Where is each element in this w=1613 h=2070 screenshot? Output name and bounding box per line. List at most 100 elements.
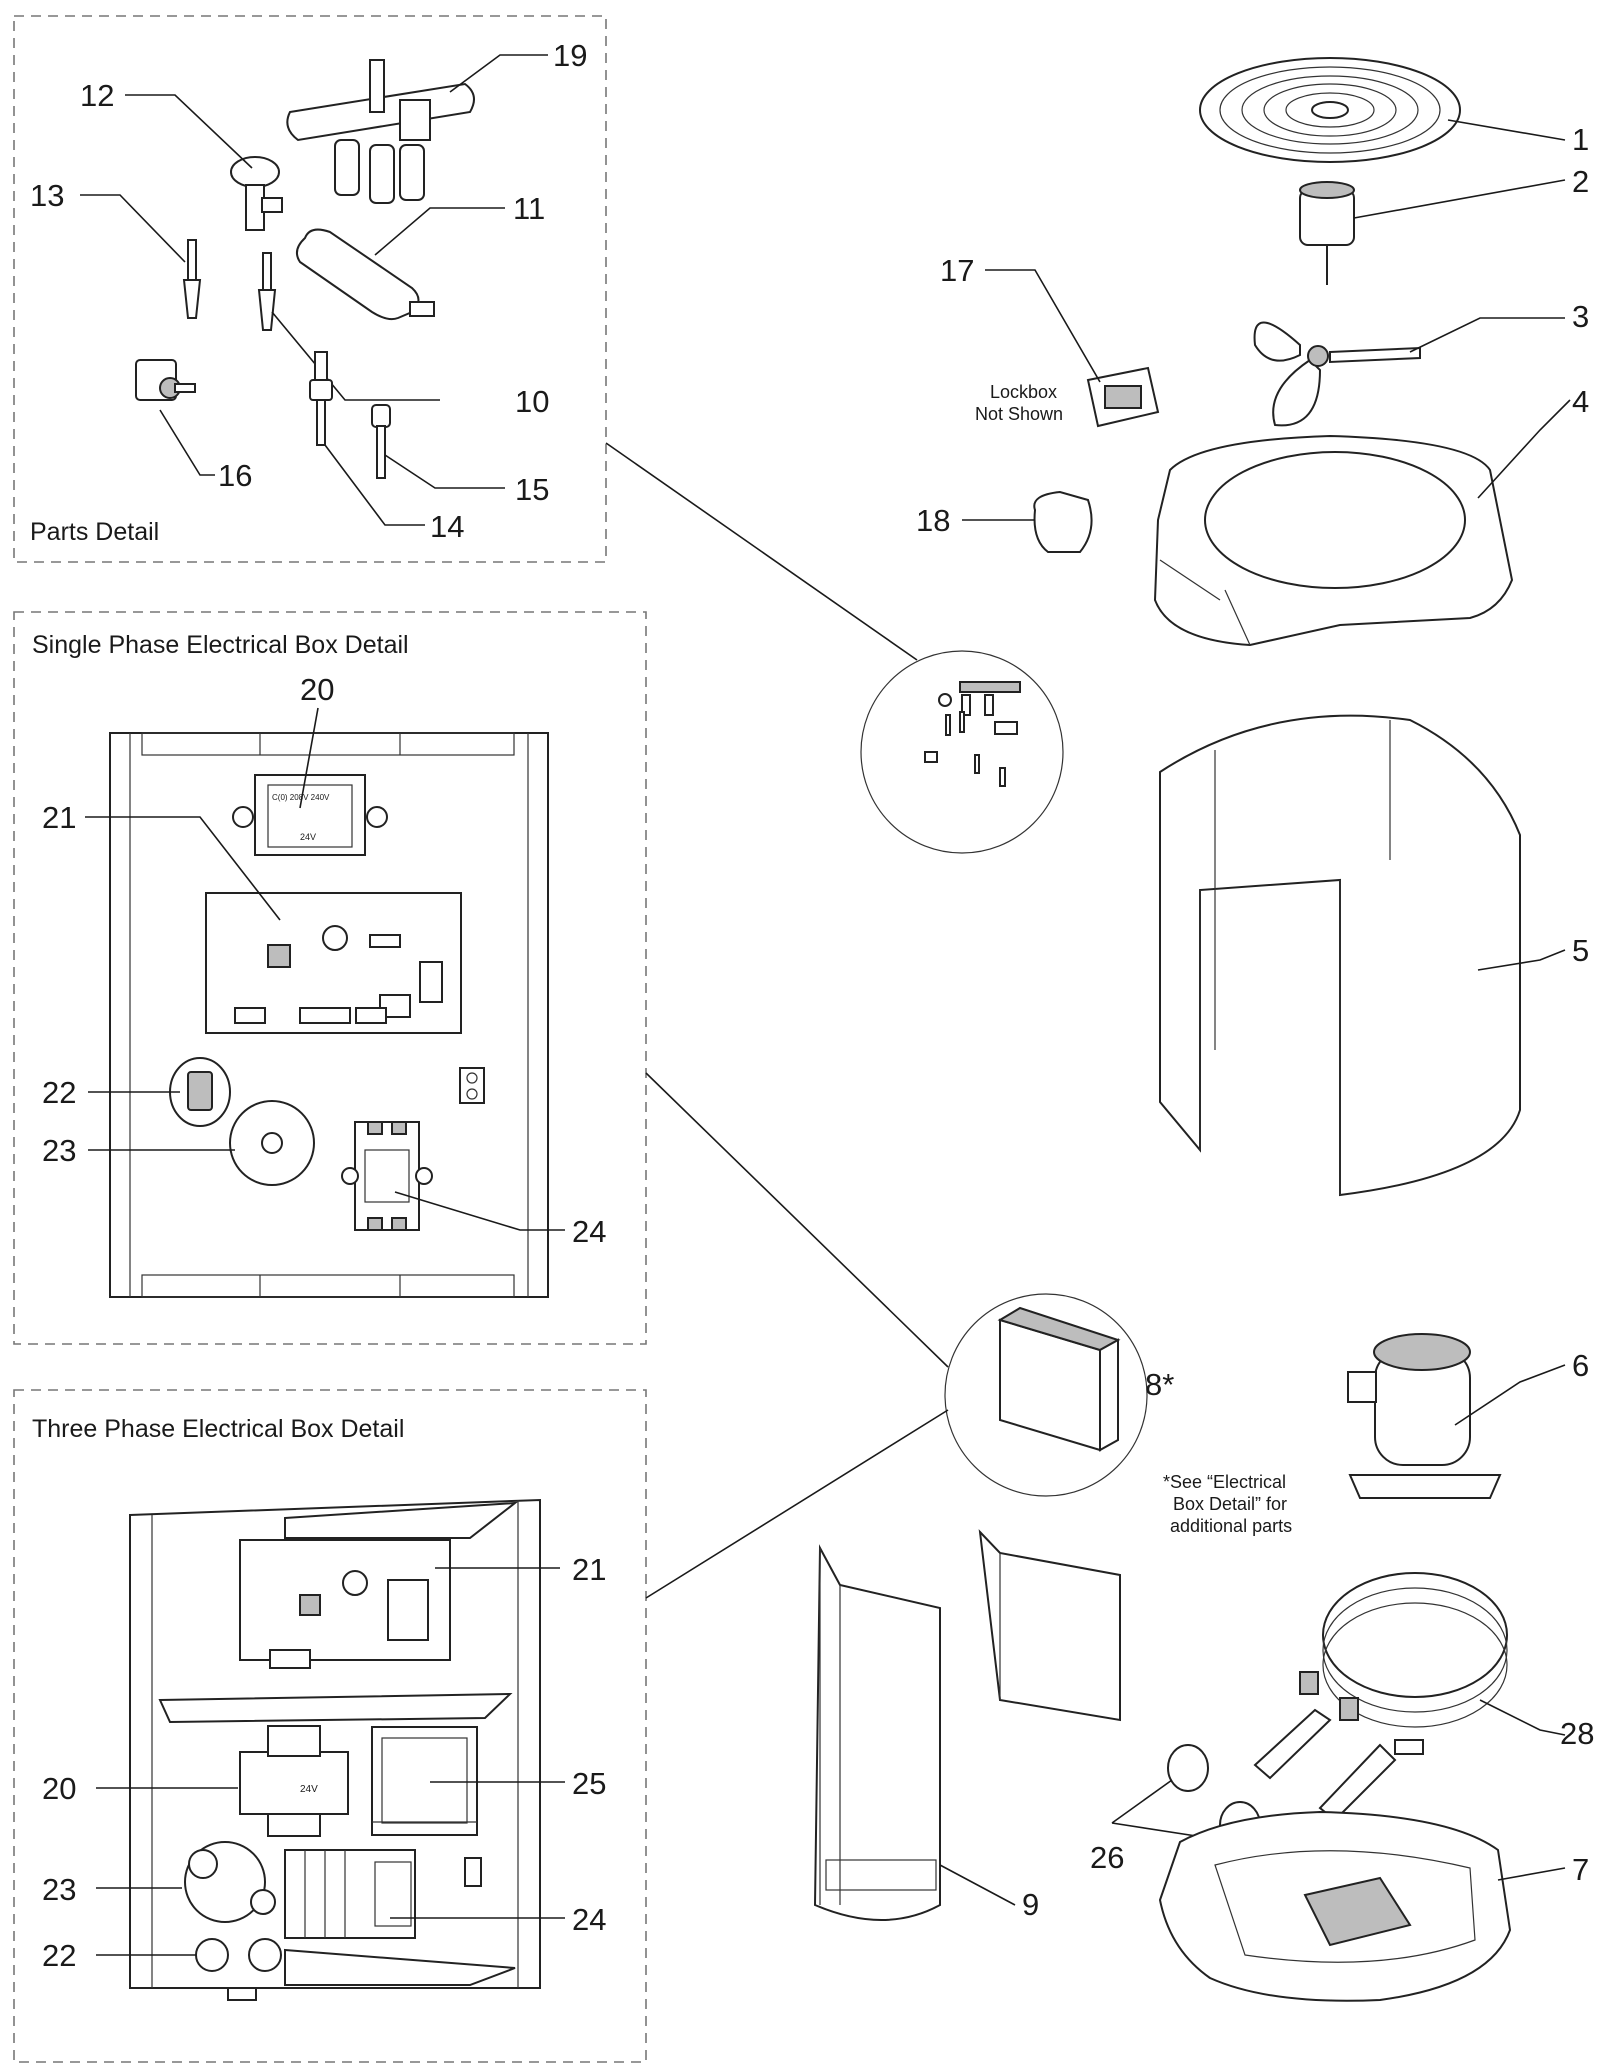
leader-sp21 <box>85 816 281 921</box>
heat-exchanger-coil <box>1253 1572 1508 1822</box>
sp-transformer: C(0) 208V 240V 24V <box>232 774 388 856</box>
link-parts-detail <box>605 442 918 661</box>
see-note-3: additional parts <box>1170 1516 1292 1536</box>
callout-7: 7 <box>1572 1852 1589 1887</box>
callout-16: 16 <box>218 458 252 493</box>
sp-ground-terminal <box>459 1067 485 1104</box>
leader-10 <box>271 311 440 401</box>
switch-15 <box>371 404 391 479</box>
callout-10: 10 <box>515 384 549 419</box>
leader-14 <box>324 444 425 526</box>
tp-transformer-label: 24V <box>300 1784 318 1795</box>
tp-terminal-block <box>371 1726 478 1836</box>
front-panel <box>813 1544 941 1921</box>
callout-3: 3 <box>1572 299 1589 334</box>
three-phase-frame <box>13 1389 647 2063</box>
base-pan <box>1158 1810 1512 2002</box>
lockbox <box>1086 366 1160 428</box>
lockbox-note-2: Not Shown <box>975 404 1063 424</box>
callout-sp22: 22 <box>42 1075 76 1110</box>
parts-detail-frame <box>13 15 607 563</box>
callout-sp23: 23 <box>42 1133 76 1168</box>
callout-12: 12 <box>80 78 114 113</box>
sp-contactor <box>341 1121 433 1231</box>
leader-17 <box>985 269 1101 383</box>
callout-5: 5 <box>1572 933 1589 968</box>
tp-ground-lug <box>464 1857 482 1887</box>
callout-2: 2 <box>1572 164 1589 199</box>
leader-sp24 <box>394 1191 565 1231</box>
leader-6 <box>1454 1364 1566 1426</box>
leader-19 <box>449 54 548 93</box>
pressure-switch <box>135 359 196 401</box>
callout-6: 6 <box>1572 1348 1589 1383</box>
three-phase-title: Three Phase Electrical Box Detail <box>32 1415 404 1443</box>
tp-control-board <box>239 1539 451 1669</box>
filter-drier <box>295 228 435 321</box>
leader-7 <box>1497 1867 1566 1881</box>
callout-26: 26 <box>1090 1840 1124 1875</box>
link-three-phase <box>645 1409 949 1599</box>
callout-1: 1 <box>1572 122 1589 157</box>
leader-11 <box>374 207 505 256</box>
lockbox-note-1: Lockbox <box>990 382 1057 402</box>
leader-5 <box>1477 949 1566 971</box>
callout-28: 28 <box>1560 1716 1594 1751</box>
tp-transformer: 24V <box>239 1725 349 1837</box>
callout-tp23: 23 <box>42 1872 76 1907</box>
sensor-13 <box>182 239 202 319</box>
leader-16 <box>159 409 215 476</box>
compressor <box>1347 1333 1502 1499</box>
tp-mounting-plate <box>158 1692 513 1724</box>
callout-tp24: 24 <box>572 1902 606 1937</box>
callout-sp20: 20 <box>300 672 334 707</box>
single-phase-title: Single Phase Electrical Box Detail <box>32 631 409 659</box>
callout-17: 17 <box>940 253 974 288</box>
fan-grille <box>1199 57 1461 163</box>
sp-control-board <box>205 892 462 1034</box>
fan-motor <box>1299 181 1355 285</box>
sensor-10 <box>257 252 277 331</box>
callout-tp21: 21 <box>572 1552 606 1587</box>
sp-transformer-label-24v: 24V <box>300 832 316 842</box>
leader-4 <box>1477 399 1571 499</box>
see-note-2: Box Detail” for <box>1173 1494 1287 1514</box>
callout-15: 15 <box>515 472 549 507</box>
leader-2 <box>1353 179 1566 219</box>
callout-tp25: 25 <box>572 1766 606 1801</box>
callout-19: 19 <box>553 38 587 73</box>
callout-tp20: 20 <box>42 1771 76 1806</box>
sp-transformer-label-top: C(0) 208V 240V <box>272 793 330 802</box>
callout-14: 14 <box>430 509 464 544</box>
tp-capacitor <box>184 1841 276 1923</box>
leader-26 <box>1111 1779 1173 1824</box>
leader-12 <box>125 94 253 169</box>
leader-3 <box>1409 317 1565 353</box>
callout-13: 13 <box>30 178 64 213</box>
top-panel <box>1153 434 1514 647</box>
callout-18: 18 <box>916 503 950 538</box>
access-panel <box>978 1529 1121 1722</box>
reversing-valve <box>286 59 475 204</box>
single-phase-frame <box>13 611 647 1345</box>
callout-9: 9 <box>1022 1887 1039 1922</box>
sp-capacitor <box>229 1100 315 1186</box>
ebox-magnifier <box>944 1293 1148 1497</box>
leader-1 <box>1447 119 1566 141</box>
see-note-1: *See “Electrical <box>1163 1472 1286 1492</box>
leader-13 <box>80 194 186 263</box>
parts-detail-title: Parts Detail <box>30 518 159 546</box>
tp-relays <box>195 1938 282 1972</box>
leader-28 <box>1479 1699 1566 1736</box>
link-single-phase <box>645 1072 949 1368</box>
louvered-panel <box>1159 714 1521 1197</box>
callout-11: 11 <box>513 191 545 226</box>
service-cap <box>1033 490 1093 553</box>
leader-15 <box>384 454 505 489</box>
switch-14 <box>309 351 333 446</box>
parts-magnifier <box>860 650 1064 854</box>
fan-blade <box>1253 321 1421 427</box>
callout-tp22: 22 <box>42 1938 76 1973</box>
leader-sp20 <box>299 707 319 809</box>
